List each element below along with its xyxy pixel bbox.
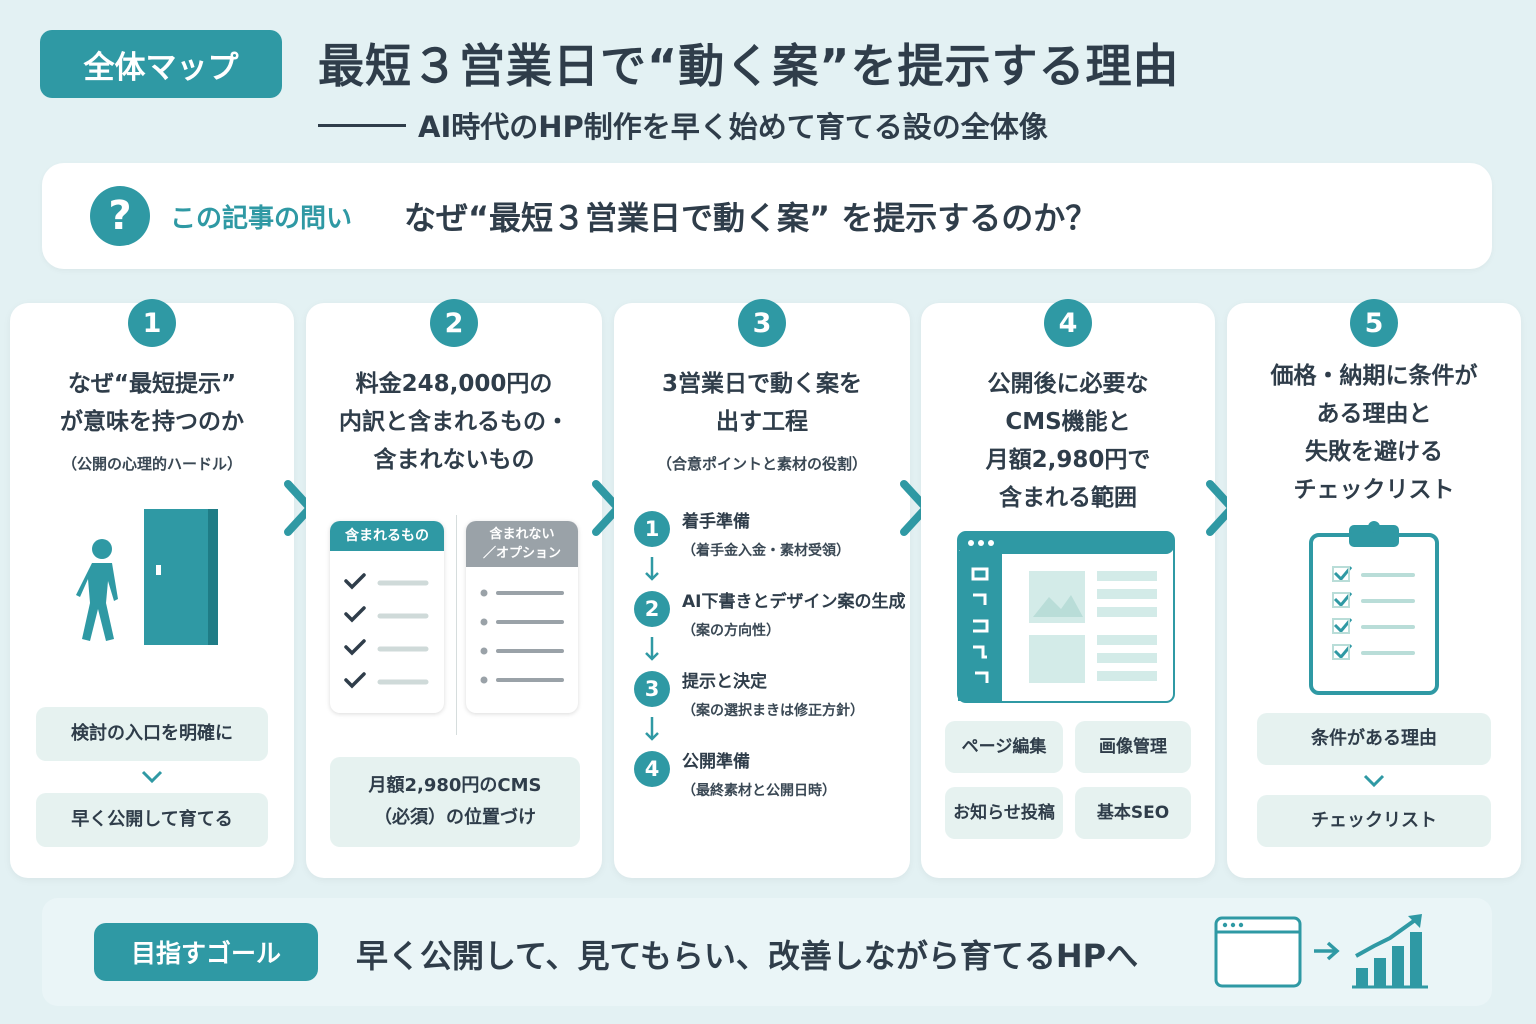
card-title-line: CMS機能と [1005, 409, 1131, 435]
card-title-line: 含まれないもの [373, 447, 535, 473]
step-subtitle: （案の選択まきは修正方針） [682, 703, 864, 719]
step-title: 公開準備 [682, 752, 750, 772]
card-subtitle: （合意ポイントと素材の役割） [656, 455, 867, 473]
card-title-line: 価格・納期に条件が [1270, 363, 1478, 389]
card-title: なぜ“最短提示” が意味を持つのか [10, 365, 294, 441]
step-number: 2 [634, 591, 670, 627]
chevron-down-icon [1363, 774, 1385, 788]
clipboard-icon [1309, 521, 1439, 695]
card-title-line: 料金248,000円の [355, 371, 553, 397]
question-bar: ? この記事の問い なぜ“最短３営業日で動く案” を提示するのか？ [42, 163, 1492, 269]
card-number: 3 [738, 299, 786, 347]
step-number: 1 [634, 511, 670, 547]
card-title: 3営業日で動く案を 出す工程 [614, 365, 910, 441]
flow-step-pill: 条件がある理由 [1257, 713, 1491, 765]
card-3: 3 3営業日で動く案を 出す工程 （合意ポイントと素材の役割） 1 着手準備 （… [614, 299, 910, 878]
card-2: 2 料金248,000円の 内訳と含まれるもの・ 含まれないもの 含まれるもの … [306, 299, 602, 878]
card-5: 5 価格・納期に条件が ある理由と 失敗を避ける チェックリスト 条件がある理由… [1227, 299, 1521, 878]
process-step: 3 提示と決定 （案の選択まきは修正方針） [634, 671, 864, 720]
map-tag: 全体マップ [40, 30, 282, 98]
step-number: 3 [634, 671, 670, 707]
arrow-down-icon [645, 717, 659, 741]
subtitle-dash [318, 123, 406, 127]
excluded-label-line: ／オプション [482, 546, 561, 561]
page-subtitle: AI時代のHP制作を早く始めて育てる設の全体像 [318, 104, 1048, 146]
step-subtitle: （着手金入金・素材受領） [682, 543, 850, 559]
step-subtitle: （案の方向性） [682, 623, 780, 639]
card-title-line: 含まれる範囲 [999, 485, 1137, 511]
feature-pill: 画像管理 [1075, 721, 1191, 773]
included-list: 含まれるもの [330, 521, 444, 713]
process-step: 4 公開準備 （最終素材と公開日時） [634, 751, 836, 800]
card-number: 5 [1350, 299, 1398, 347]
question-icon: ? [90, 186, 150, 246]
list-divider [456, 515, 457, 735]
card-title-line: なぜ“最短提示” [67, 371, 237, 397]
card-title-line: 月額2,980円で [985, 447, 1151, 473]
card-4: 4 公開後に必要な CMS機能と 月額2,980円で 含まれる範囲 ページ編集 … [921, 299, 1215, 878]
cms-window-icon [957, 531, 1175, 703]
process-step: 2 AI下書きとデザイン案の生成 （案の方向性） [634, 591, 905, 640]
goal-tag: 目指すゴール [94, 923, 318, 981]
goal-text: 早く公開して、見てもらい、改善しながら育てるHPへ [356, 937, 1139, 975]
flow-step-pill: 早く公開して育てる [36, 793, 268, 847]
checklist-icon [344, 573, 429, 689]
process-step: 1 着手準備 （着手金入金・素材受領） [634, 511, 850, 560]
card-title-line: 内訳と含まれるもの・ [339, 409, 569, 435]
question-text: なぜ“最短３営業日で動く案” を提示するのか？ [404, 199, 1098, 237]
excluded-label-line: 含まれない [489, 527, 555, 542]
card-title: 価格・納期に条件が ある理由と 失敗を避ける チェックリスト [1227, 357, 1521, 509]
excluded-label: 含まれない ／オプション [466, 521, 578, 567]
flow-step-pill: チェックリスト [1257, 795, 1491, 847]
card-number: 4 [1044, 299, 1092, 347]
feature-pill: 基本SEO [1075, 787, 1191, 839]
step-title: 提示と決定 [682, 672, 767, 692]
step-title: AI下書きとデザイン案の生成 [682, 592, 906, 612]
excluded-list: 含まれない ／オプション [466, 521, 578, 713]
arrow-down-icon [645, 557, 659, 581]
flow-step-pill: 検討の入口を明確に [36, 707, 268, 761]
card-title-line: が意味を持つのか [60, 409, 244, 435]
subtitle-text: AI時代のHP制作を早く始めて育てる設の全体像 [418, 110, 1048, 144]
included-label: 含まれるもの [330, 521, 444, 551]
goal-bar: 目指すゴール 早く公開して、見てもらい、改善しながら育てるHPへ [42, 898, 1492, 1006]
step-subtitle: （最終素材と公開日時） [682, 783, 836, 799]
card-title-line: 失敗を避ける [1305, 439, 1443, 465]
step-number: 4 [634, 751, 670, 787]
card-title-line: ある理由と [1316, 401, 1432, 427]
feature-pill: ページ編集 [945, 721, 1063, 773]
card-number: 2 [430, 299, 478, 347]
arrow-down-icon [645, 637, 659, 661]
growth-chart-icon [1352, 914, 1428, 989]
cms-position-pill: 月額2,980円のCMS （必須）の位置づけ [330, 757, 580, 847]
page-title: 最短３営業日で“動く案”を提示する理由 [318, 39, 1180, 93]
card-number: 1 [128, 299, 176, 347]
card-title: 公開後に必要な CMS機能と 月額2,980円で 含まれる範囲 [921, 365, 1215, 517]
card-title-line: 出す工程 [716, 409, 808, 435]
card-title-line: チェックリスト [1293, 477, 1455, 503]
cms-position-line: （必須）の位置づけ [374, 807, 536, 828]
card-subtitle: （公開の心理的ハードル） [61, 455, 242, 473]
card-title: 料金248,000円の 内訳と含まれるもの・ 含まれないもの [306, 365, 602, 479]
card-title-line: 公開後に必要な [987, 371, 1149, 397]
card-title-line: 3営業日で動く案を [661, 371, 862, 397]
question-label: この記事の問い [170, 203, 353, 234]
feature-pill: お知らせ投稿 [945, 787, 1063, 839]
cms-position-line: 月額2,980円のCMS [368, 775, 542, 796]
arrow-right-icon [1314, 941, 1340, 961]
browser-icon [1214, 916, 1302, 988]
bullet-list-icon [480, 589, 564, 684]
step-title: 着手準備 [682, 512, 750, 532]
door-person-icon [76, 509, 218, 645]
chevron-down-icon [141, 770, 163, 784]
card-1: 1 なぜ“最短提示” が意味を持つのか （公開の心理的ハードル） 検討の入口を明… [10, 299, 294, 878]
